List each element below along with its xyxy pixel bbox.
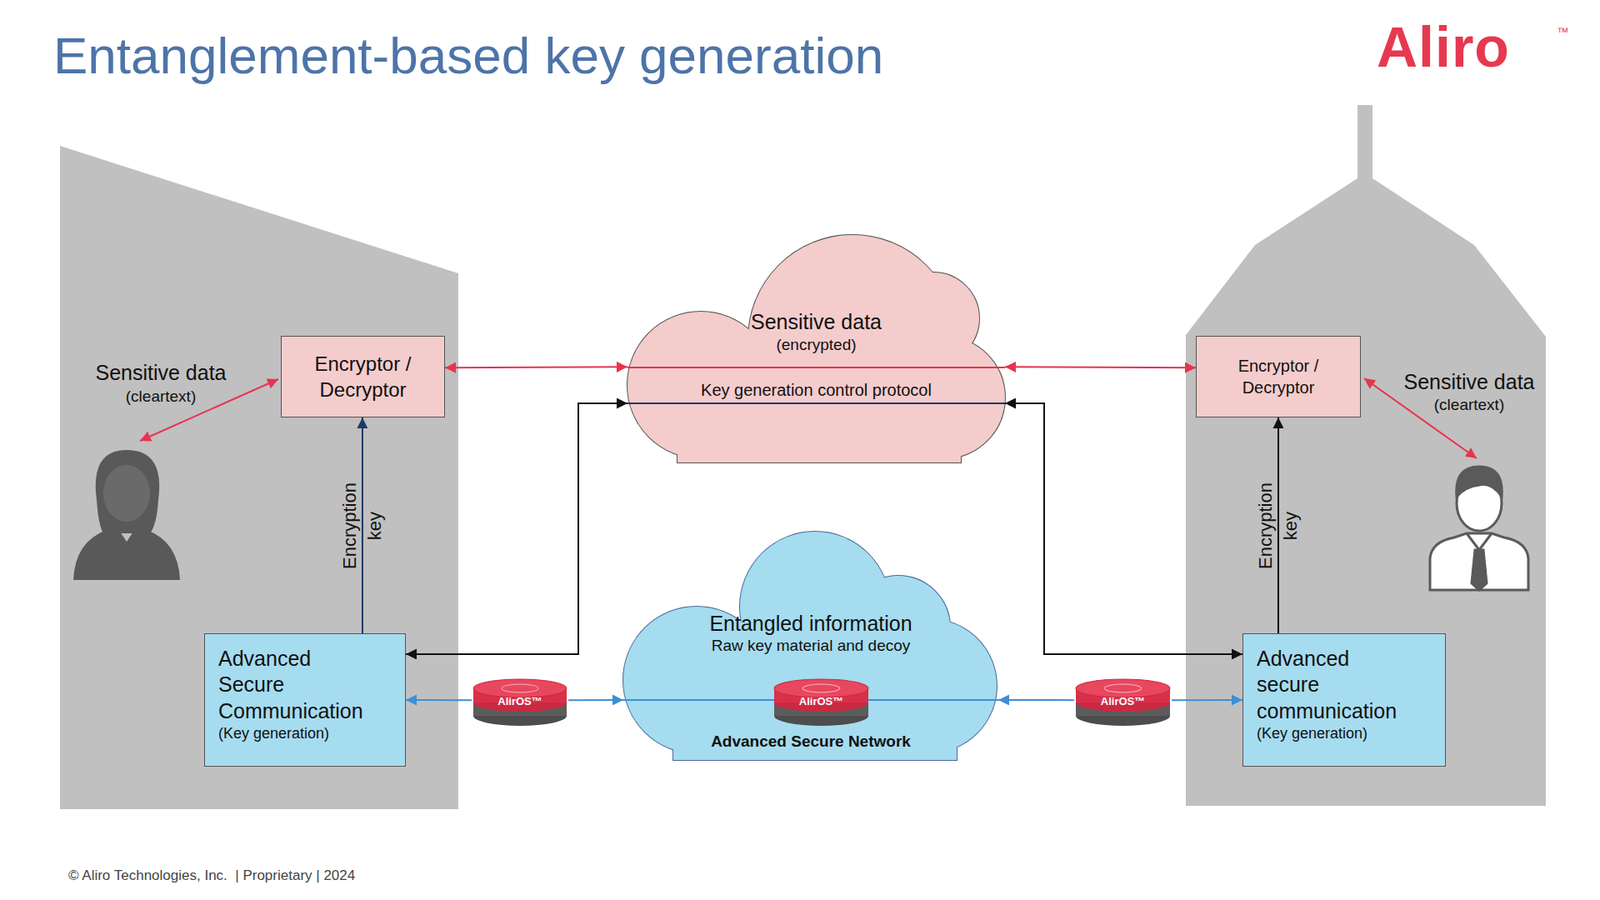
edge-label: Encryption key — [337, 476, 388, 575]
cloud-text: Sensitive data — [627, 309, 1005, 335]
logo-text: Aliro — [1376, 11, 1510, 83]
box-text: Encryptor / Decryptor — [1210, 355, 1347, 399]
cloud-outline — [627, 235, 1005, 463]
trademark: ™ — [1556, 25, 1569, 40]
encryptor-box: Encryptor / Decryptor — [280, 335, 445, 418]
box-heading: Advanced secure communication — [1256, 645, 1407, 725]
right-building — [1185, 105, 1546, 806]
router-logo — [1104, 684, 1141, 693]
router-logo — [501, 684, 539, 693]
cloud-text: Key generation control protocol — [627, 380, 1005, 400]
encryptor-box: Encryptor / Decryptor — [1195, 335, 1361, 418]
connector — [1005, 365, 1196, 369]
connector — [1171, 699, 1243, 701]
cloud-base — [677, 360, 961, 463]
connector — [405, 403, 628, 655]
footer-caption: © Aliro Technologies, Inc. | Proprietary… — [68, 866, 355, 885]
connector — [1277, 417, 1280, 634]
alir-os-router: AlirOS™ — [471, 677, 569, 727]
alir-os-router: AlirOS™ — [772, 677, 870, 727]
man-icon — [1430, 466, 1529, 590]
router-top — [774, 679, 869, 698]
connector — [568, 699, 624, 701]
cloud-text: Entangled information — [623, 610, 999, 636]
router-top — [1075, 679, 1170, 698]
cloud-base — [677, 360, 961, 463]
key-generation-box: Advanced secure communication(Key genera… — [1242, 633, 1446, 767]
data-label: Sensitive data — [77, 360, 245, 386]
quantum-network-cloud: Entangled informationRaw key material an… — [623, 531, 999, 760]
router-text: AlirOS™ — [1074, 695, 1172, 709]
cloud-text: (encrypted) — [627, 335, 1005, 355]
cloud-text: Raw key material and decoy — [623, 636, 999, 656]
key-generation-box: Advanced Secure Communication(Key genera… — [204, 633, 406, 767]
connector — [445, 365, 628, 369]
edge-label: Encryption key — [1253, 476, 1304, 575]
alir-os-router: AlirOS™ — [1074, 677, 1172, 727]
public-network-cloud: Sensitive data(encrypted) Key generation … — [627, 235, 1005, 463]
cloud-text: Advanced Secure Network — [623, 732, 999, 752]
diagram-title: Entanglement-based key generation — [53, 25, 884, 87]
router-top — [473, 679, 567, 698]
connector — [361, 417, 364, 634]
left-building — [60, 145, 459, 810]
through-link — [627, 402, 1005, 405]
box-text: Encryptor / Decryptor — [295, 350, 431, 403]
box-heading: Advanced Secure Communication — [218, 645, 369, 725]
router-text: AlirOS™ — [772, 695, 870, 709]
box-subtext: (Key generation) — [218, 724, 369, 744]
connector — [998, 699, 1075, 701]
data-sublabel: (cleartext) — [1385, 395, 1553, 415]
connector — [1005, 403, 1243, 655]
data-sublabel: (cleartext) — [77, 386, 245, 407]
cloud-lobe — [887, 272, 980, 365]
box-subtext: (Key generation) — [1256, 724, 1407, 744]
through-link — [627, 366, 1005, 369]
data-label: Sensitive data — [1385, 369, 1553, 395]
router-text: AlirOS™ — [471, 695, 569, 709]
cloud-outline — [627, 235, 1005, 463]
cloud-lobe — [887, 272, 980, 365]
woman-icon — [73, 450, 180, 580]
router-logo — [802, 684, 840, 693]
connector — [405, 699, 472, 701]
